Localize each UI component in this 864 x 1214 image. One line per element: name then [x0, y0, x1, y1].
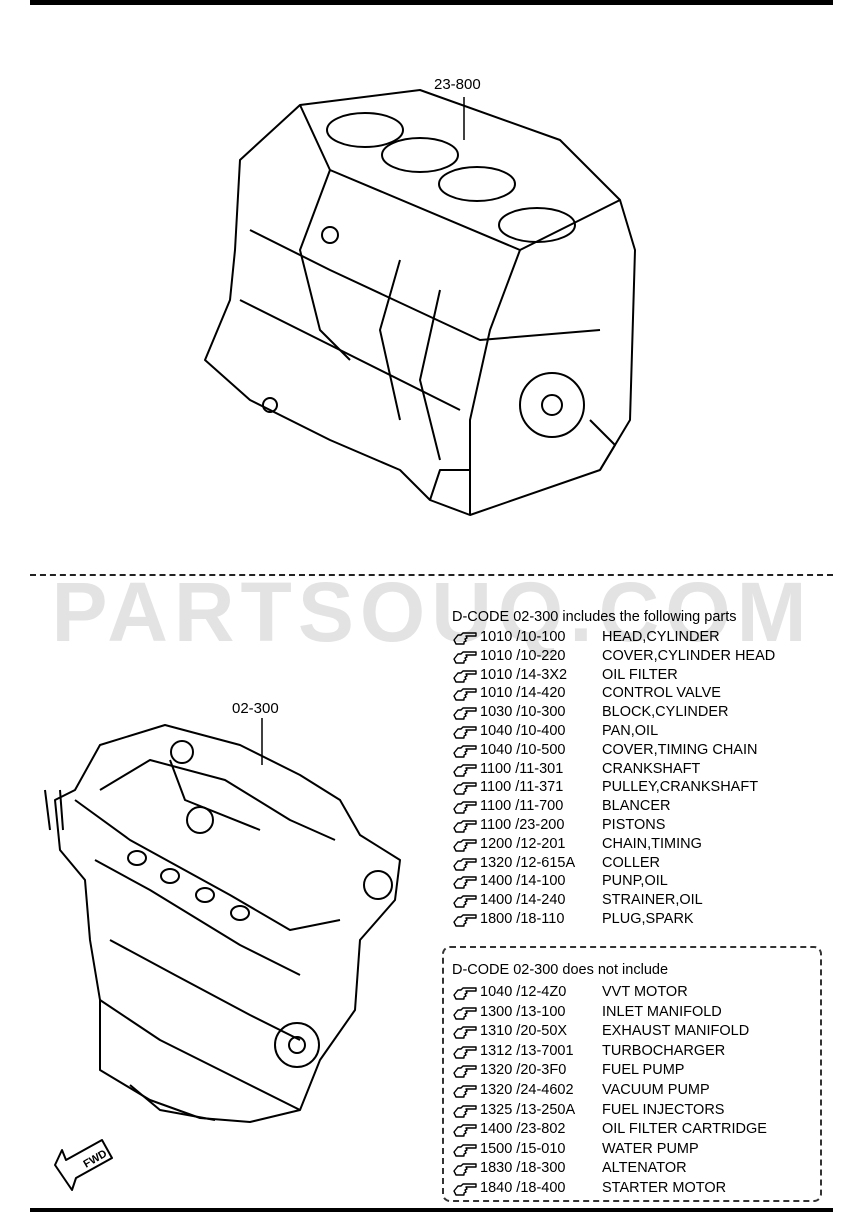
- part-code[interactable]: 1030 /10-300: [480, 704, 566, 721]
- excludes-box: [442, 946, 822, 1202]
- pointing-hand-icon: [452, 912, 478, 928]
- part-name: OIL FILTER CARTRIDGE: [602, 1121, 767, 1138]
- part-code[interactable]: 1040 /12-4Z0: [480, 984, 567, 1000]
- part-name: INLET MANIFOLD: [602, 1003, 722, 1020]
- callout-engine[interactable]: 02-300: [232, 700, 279, 717]
- part-code[interactable]: 1100 /11-371: [480, 779, 564, 796]
- pointing-hand-icon: [452, 893, 478, 909]
- part-name: CONTROL VALVE: [602, 685, 721, 702]
- pointing-hand-icon: [452, 649, 478, 665]
- part-name: CHAIN,TIMING: [602, 835, 702, 852]
- top-border: [30, 0, 833, 5]
- part-name: BLANCER: [602, 798, 671, 815]
- part-name: COVER,CYLINDER HEAD: [602, 647, 776, 664]
- part-code[interactable]: 1010 /10-100: [480, 629, 566, 645]
- part-code[interactable]: 1010 /14-420: [480, 685, 566, 702]
- bottom-border: [30, 1208, 833, 1212]
- pointing-hand-icon: [452, 686, 478, 702]
- pointing-hand-icon: [452, 856, 478, 872]
- part-name: STRAINER,OIL: [602, 892, 703, 909]
- part-code[interactable]: 1320 /24-4602: [480, 1082, 574, 1098]
- pointing-hand-icon: [452, 1044, 478, 1060]
- pointing-hand-icon: [452, 818, 478, 834]
- pointing-hand-icon: [452, 762, 478, 778]
- part-code[interactable]: 1010 /10-220: [480, 647, 566, 664]
- part-code[interactable]: 1320 /20-3F0: [480, 1062, 567, 1079]
- part-name: VVT MOTOR: [602, 984, 688, 1000]
- pointing-hand-icon: [452, 1063, 478, 1079]
- watermark: PARTSOUQ.COM: [51, 565, 813, 659]
- pointing-hand-icon: [452, 668, 478, 684]
- pointing-hand-icon: [452, 1122, 478, 1138]
- engine-assembly-illustration: [44, 724, 401, 1123]
- part-name: COLLER: [602, 854, 661, 871]
- pointing-hand-icon: [452, 630, 478, 646]
- pointing-hand-icon: [452, 780, 478, 796]
- part-name: PULLEY,CRANKSHAFT: [602, 779, 759, 796]
- callout-block[interactable]: 23-800: [434, 76, 481, 93]
- pointing-hand-icon: [452, 1142, 478, 1158]
- part-code[interactable]: 1400 /23-802: [480, 1121, 566, 1138]
- includes-heading: D-CODE 02-300 includes the following par…: [452, 609, 737, 625]
- part-code[interactable]: 1040 /10-400: [480, 723, 566, 739]
- part-code[interactable]: 1100 /11-301: [480, 760, 564, 777]
- pointing-hand-icon: [452, 799, 478, 815]
- part-code[interactable]: 1100 /11-700: [480, 798, 564, 815]
- part-name: PLUG,SPARK: [602, 911, 694, 927]
- part-code[interactable]: 1400 /14-240: [480, 892, 566, 909]
- part-code[interactable]: 1010 /14-3X2: [480, 666, 568, 683]
- part-code[interactable]: 1200 /12-201: [480, 835, 566, 852]
- part-code[interactable]: 1312 /13-7001: [480, 1042, 574, 1059]
- part-code[interactable]: 1400 /14-100: [480, 873, 566, 890]
- part-name: HEAD,CYLINDER: [602, 629, 720, 645]
- excludes-list: D-CODE 02-300 does not include 1040 /12-…: [452, 962, 818, 1200]
- excludes-heading: D-CODE 02-300 does not include: [452, 962, 669, 978]
- includes-list: D-CODE 02-300 includes the following par…: [452, 609, 832, 939]
- pointing-hand-icon: [452, 705, 478, 721]
- pointing-hand-icon: [452, 1161, 478, 1177]
- part-name: STARTER MOTOR: [602, 1180, 727, 1196]
- part-code[interactable]: 1100 /23-200: [480, 817, 565, 833]
- part-name: FUEL INJECTORS: [602, 1101, 725, 1118]
- part-name: CRANKSHAFT: [602, 760, 701, 777]
- pointing-hand-icon: [452, 1024, 478, 1040]
- part-name: BLOCK,CYLINDER: [602, 704, 729, 721]
- pointing-hand-icon: [452, 1181, 478, 1197]
- part-name: WATER PUMP: [602, 1140, 699, 1157]
- part-code[interactable]: 1500 /15-010: [480, 1140, 566, 1157]
- part-name: PAN,OIL: [602, 723, 659, 739]
- pointing-hand-icon: [452, 1103, 478, 1119]
- part-name: FUEL PUMP: [602, 1062, 685, 1079]
- pointing-hand-icon: [452, 1005, 478, 1021]
- cylinder-block-illustration: [204, 89, 636, 516]
- section-divider: [30, 574, 833, 576]
- part-name: OIL FILTER: [602, 666, 678, 683]
- part-name: ALTENATOR: [602, 1160, 687, 1177]
- part-name: PISTONS: [602, 817, 666, 833]
- pointing-hand-icon: [452, 874, 478, 890]
- part-code[interactable]: 1320 /12-615A: [480, 854, 576, 871]
- part-name: PUNP,OIL: [602, 873, 668, 890]
- pointing-hand-icon: [452, 985, 478, 1001]
- part-name: VACUUM PUMP: [602, 1082, 710, 1098]
- part-code[interactable]: 1840 /18-400: [480, 1180, 566, 1196]
- pointing-hand-icon: [452, 837, 478, 853]
- part-name: TURBOCHARGER: [602, 1042, 726, 1059]
- part-code[interactable]: 1830 /18-300: [480, 1160, 566, 1177]
- pointing-hand-icon: [452, 1083, 478, 1099]
- pointing-hand-icon: [452, 724, 478, 740]
- part-code[interactable]: 1310 /20-50X: [480, 1023, 568, 1040]
- part-name: COVER,TIMING CHAIN: [602, 741, 758, 758]
- part-code[interactable]: 1300 /13-100: [480, 1003, 566, 1020]
- part-code[interactable]: 1800 /18-110: [480, 911, 565, 927]
- fwd-arrow-icon: [54, 1139, 113, 1191]
- part-code[interactable]: 1040 /10-500: [480, 741, 566, 758]
- part-name: EXHAUST MANIFOLD: [602, 1023, 750, 1040]
- part-code[interactable]: 1325 /13-250A: [480, 1101, 576, 1118]
- pointing-hand-icon: [452, 743, 478, 759]
